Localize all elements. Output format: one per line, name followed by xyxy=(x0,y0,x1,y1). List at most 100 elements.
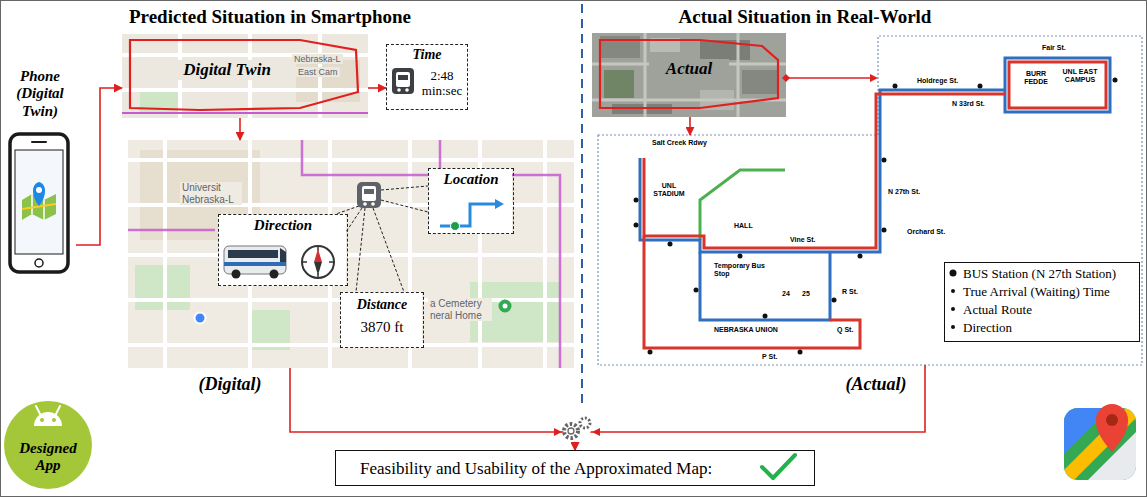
leader-line xyxy=(336,186,428,292)
place-label: UNL EAST CAMPUS xyxy=(1060,68,1100,84)
transit-map-image xyxy=(640,90,1005,252)
map-thumbnail-image xyxy=(296,60,360,102)
street-label: Fair St. xyxy=(1040,44,1068,52)
street-map-image xyxy=(499,300,512,313)
callout-title: Direction xyxy=(221,217,345,234)
bus-stop-dot xyxy=(668,242,673,247)
phone-illustration xyxy=(36,187,42,193)
inset-arrow xyxy=(782,74,790,82)
direction-callout: Direction xyxy=(218,214,348,286)
transit-map-image xyxy=(598,36,1142,365)
phone-illustration xyxy=(35,259,43,267)
bus-stop-dot xyxy=(882,158,887,163)
street-map-image xyxy=(135,265,190,310)
flow-arrow xyxy=(290,368,575,450)
satellite-image xyxy=(604,70,634,98)
transit-map-image xyxy=(598,36,1142,365)
street-map-image xyxy=(371,202,375,206)
google-maps-icon xyxy=(1106,414,1118,426)
direction-callout-fill xyxy=(232,270,241,279)
panel-caption: (Actual) xyxy=(833,374,919,395)
street-label: P St. xyxy=(760,353,779,361)
app-badge: Designed App xyxy=(6,398,90,492)
result-box-fill xyxy=(335,450,815,486)
street-label: Vine St. xyxy=(788,236,818,244)
bus-stop-dot xyxy=(648,350,653,355)
satellite-image xyxy=(592,33,786,117)
street-map-image xyxy=(128,140,574,368)
time-callout-fill xyxy=(405,88,409,92)
phone-illustration xyxy=(15,150,63,254)
phone-device: Phone (Digital Twin) xyxy=(4,68,76,276)
transit-map-image xyxy=(700,252,830,320)
street-map-image xyxy=(128,140,560,368)
map-place-label: Universit Nebraska-L xyxy=(180,182,242,205)
transit-map-image xyxy=(644,94,1005,248)
connector-group xyxy=(76,88,925,450)
callout-title: Time xyxy=(389,47,465,63)
street-map-image xyxy=(362,186,376,201)
route-map: Universit Nebraska-L a Cemetery neral Hom… xyxy=(128,140,574,368)
transit-map-image xyxy=(951,325,955,329)
direction-callout-fill xyxy=(218,214,346,286)
distance-callout: Distance3870 ft xyxy=(340,292,424,348)
time-callout-fill xyxy=(398,75,408,80)
map-title: Digital Twin xyxy=(172,60,282,80)
info-item: BUS Station (N 27th Station) xyxy=(963,267,1116,282)
street-map-image xyxy=(128,140,574,368)
satellite-map: Actual xyxy=(592,33,786,117)
bus-stop-dot xyxy=(694,288,699,293)
gear-icon xyxy=(554,414,600,442)
map-thumbnail-image xyxy=(130,40,358,110)
android-icon xyxy=(52,418,56,422)
street-label: N 27th St. xyxy=(886,188,922,196)
map-place-label: a Cemetery neral Home xyxy=(428,298,492,321)
street-label: R St. xyxy=(840,288,860,296)
time-callout-fill xyxy=(396,72,410,87)
bus-stop-dot xyxy=(882,228,887,233)
info-item: Actual Route xyxy=(963,303,1032,318)
time-callout-fill xyxy=(386,44,466,110)
android-icon xyxy=(40,418,44,422)
flow-arrow xyxy=(689,117,691,135)
time-value: 2:48 min:sec xyxy=(420,69,464,99)
callout-title: Location xyxy=(431,171,511,188)
satellite-image xyxy=(592,33,786,117)
bus-stop-dot xyxy=(634,198,639,203)
map-thumbnail-image xyxy=(122,34,368,118)
location-callout-fill xyxy=(428,168,512,234)
info-item: Direction xyxy=(963,321,1012,336)
flow-arrow xyxy=(575,365,925,450)
street-label: NEBRASKA UNION xyxy=(712,326,780,334)
street-label: 24 xyxy=(780,290,792,298)
inset-arrow xyxy=(870,74,878,82)
inset-arrow xyxy=(786,77,871,79)
time-callout-fill xyxy=(392,68,414,94)
street-label: 25 xyxy=(800,290,812,298)
bus-stop-dot xyxy=(832,298,837,303)
result-text: Feasibility and Usability of the Approxi… xyxy=(360,459,712,479)
time-callout-fill xyxy=(386,44,466,110)
direction-callout-fill xyxy=(303,247,333,277)
bus-stop-dot xyxy=(798,350,803,355)
street-label: N 33rd St. xyxy=(950,100,987,108)
gear-icon xyxy=(554,428,562,436)
leader-line xyxy=(336,206,359,214)
transit-map-image xyxy=(944,262,1140,342)
map-thumbnail-image xyxy=(122,34,368,118)
phone-illustration xyxy=(10,134,68,272)
street-map-image xyxy=(503,304,508,309)
android-icon xyxy=(4,401,92,489)
location-callout-fill xyxy=(451,222,460,231)
street-label: HALL xyxy=(732,222,755,230)
place-label: BURR FEDDE xyxy=(1016,70,1056,86)
street-map-image xyxy=(357,182,381,208)
direction-callout-fill xyxy=(224,262,286,266)
map-thumbnail: Digital TwinNebraska-LEast Cam xyxy=(122,34,368,118)
bus-stop-dot xyxy=(763,314,768,319)
bus-stop-dot xyxy=(978,84,983,89)
location-callout-fill xyxy=(428,168,512,234)
direction-callout-fill xyxy=(224,246,286,274)
